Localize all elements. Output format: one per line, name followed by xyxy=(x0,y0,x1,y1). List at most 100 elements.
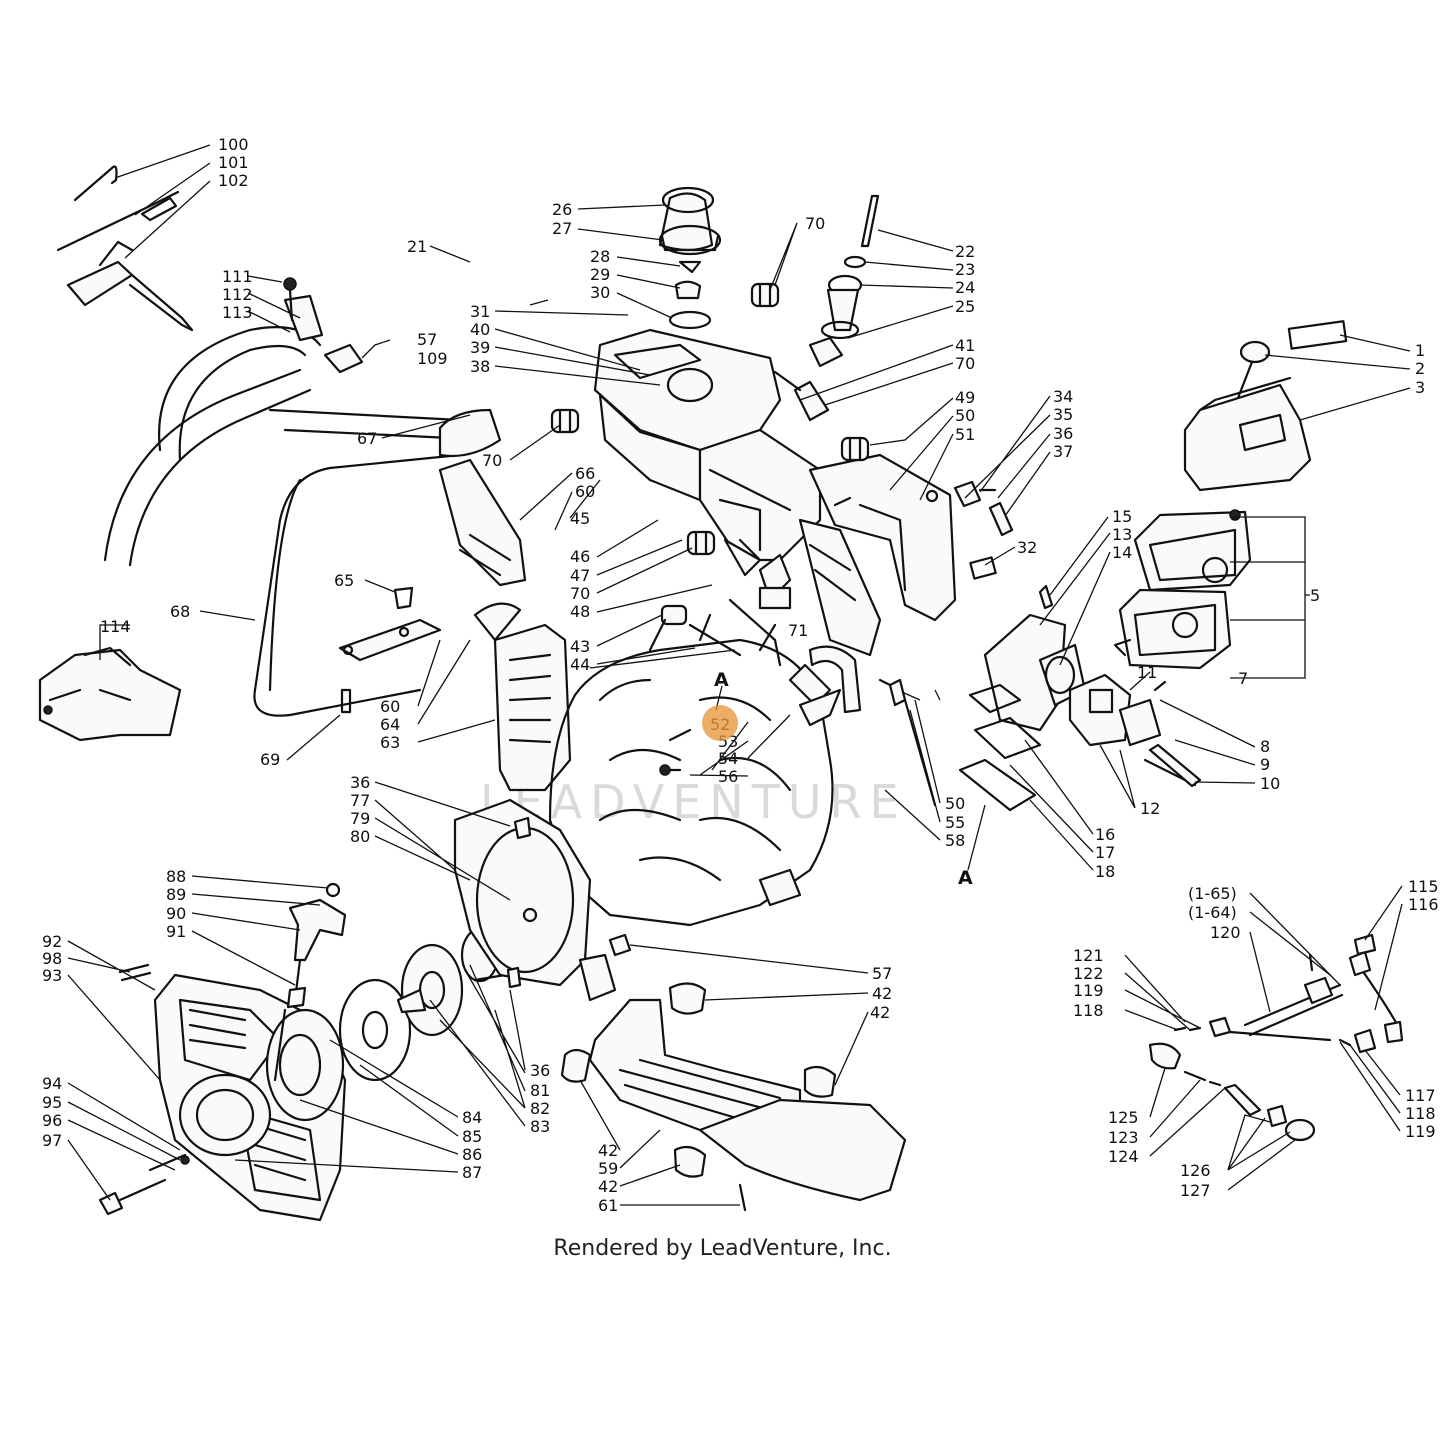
part-label[interactable]: 14 xyxy=(1112,543,1132,562)
part-label[interactable]: 124 xyxy=(1108,1147,1139,1166)
part-label[interactable]: 16 xyxy=(1095,825,1115,844)
part-label[interactable]: (1-65) xyxy=(1188,884,1237,903)
part-label[interactable]: 60 xyxy=(575,482,595,501)
part-label[interactable]: 96 xyxy=(42,1111,62,1130)
part-label[interactable]: 31 xyxy=(470,302,490,321)
part-label[interactable]: 44 xyxy=(570,655,590,674)
part-label[interactable]: 42 xyxy=(598,1141,618,1160)
part-label[interactable]: 65 xyxy=(334,571,354,590)
part-label[interactable]: 86 xyxy=(462,1145,482,1164)
part-label[interactable]: 83 xyxy=(530,1117,550,1136)
part-label[interactable]: 36 xyxy=(1053,424,1073,443)
part-label[interactable]: 2 xyxy=(1415,359,1425,378)
part-label[interactable]: 5 xyxy=(1310,586,1320,605)
part-label[interactable]: 46 xyxy=(570,547,590,566)
part-label[interactable]: 101 xyxy=(218,153,249,172)
part-label[interactable]: 35 xyxy=(1053,405,1073,424)
part-label[interactable]: 43 xyxy=(570,637,590,656)
part-label[interactable]: 25 xyxy=(955,297,975,316)
part-label[interactable]: 17 xyxy=(1095,843,1115,862)
part-label[interactable]: 39 xyxy=(470,338,490,357)
part-label[interactable]: 40 xyxy=(470,320,490,339)
part-label[interactable]: 64 xyxy=(380,715,400,734)
part-label[interactable]: 59 xyxy=(598,1159,618,1178)
part-label[interactable]: 94 xyxy=(42,1074,62,1093)
part-label[interactable]: 36 xyxy=(530,1061,550,1080)
part-label[interactable]: 92 xyxy=(42,932,62,951)
part-label[interactable]: 8 xyxy=(1260,737,1270,756)
part-label[interactable]: 81 xyxy=(530,1081,550,1100)
part-label[interactable]: 13 xyxy=(1112,525,1132,544)
part-label[interactable]: 49 xyxy=(955,388,975,407)
part-label[interactable]: 61 xyxy=(598,1196,618,1215)
part-label[interactable]: 3 xyxy=(1415,378,1425,397)
part-label[interactable]: 79 xyxy=(350,809,370,828)
part-label[interactable]: 80 xyxy=(350,827,370,846)
part-label[interactable]: 51 xyxy=(955,425,975,444)
part-label[interactable]: 36 xyxy=(350,773,370,792)
highlighted-part-marker[interactable] xyxy=(702,705,738,741)
part-label[interactable]: 91 xyxy=(166,922,186,941)
part-label[interactable]: 119 xyxy=(1405,1122,1436,1141)
part-label[interactable]: 60 xyxy=(380,697,400,716)
part-label[interactable]: (1-64) xyxy=(1188,903,1237,922)
part-label[interactable]: 50 xyxy=(945,794,965,813)
part-label[interactable]: 21 xyxy=(407,237,427,256)
part-label[interactable]: 67 xyxy=(357,429,377,448)
part-label[interactable]: 70 xyxy=(805,214,825,233)
part-label[interactable]: 84 xyxy=(462,1108,482,1127)
part-label[interactable]: 88 xyxy=(166,867,186,886)
part-label[interactable]: 113 xyxy=(222,303,253,322)
part-label[interactable]: 118 xyxy=(1405,1104,1436,1123)
part-label[interactable]: 7 xyxy=(1238,669,1248,688)
part-label[interactable]: 57 xyxy=(872,964,892,983)
part-label[interactable]: 127 xyxy=(1180,1181,1211,1200)
part-label[interactable]: 123 xyxy=(1108,1128,1139,1147)
part-label[interactable]: 41 xyxy=(955,336,975,355)
part-label[interactable]: 32 xyxy=(1017,538,1037,557)
part-label[interactable]: 56 xyxy=(718,767,738,786)
part-label[interactable]: 54 xyxy=(718,749,738,768)
part-label[interactable]: 120 xyxy=(1210,923,1241,942)
part-label[interactable]: 95 xyxy=(42,1093,62,1112)
part-label[interactable]: 66 xyxy=(575,464,595,483)
part-label[interactable]: 71 xyxy=(788,621,808,640)
part-label[interactable]: 89 xyxy=(166,885,186,904)
part-label[interactable]: 100 xyxy=(218,135,249,154)
part-label[interactable]: 22 xyxy=(955,242,975,261)
part-label[interactable]: 57 xyxy=(417,330,437,349)
part-label[interactable]: 23 xyxy=(955,260,975,279)
part-label[interactable]: 29 xyxy=(590,265,610,284)
part-label[interactable]: 70 xyxy=(570,584,590,603)
part-label[interactable]: 27 xyxy=(552,219,572,238)
part-label[interactable]: 47 xyxy=(570,566,590,585)
part-label[interactable]: 1 xyxy=(1415,341,1425,360)
part-label[interactable]: 37 xyxy=(1053,442,1073,461)
part-label[interactable]: 87 xyxy=(462,1163,482,1182)
part-label[interactable]: 50 xyxy=(955,406,975,425)
part-label[interactable]: 126 xyxy=(1180,1161,1211,1180)
part-label[interactable]: 109 xyxy=(417,349,448,368)
part-label[interactable]: 119 xyxy=(1073,981,1104,1000)
part-label[interactable]: 85 xyxy=(462,1127,482,1146)
part-label[interactable]: 116 xyxy=(1408,895,1439,914)
part-label[interactable]: 11 xyxy=(1137,663,1157,682)
part-label[interactable]: 97 xyxy=(42,1131,62,1150)
part-label[interactable]: 77 xyxy=(350,791,370,810)
part-label[interactable]: 9 xyxy=(1260,755,1270,774)
part-label[interactable]: 90 xyxy=(166,904,186,923)
part-label[interactable]: 26 xyxy=(552,200,572,219)
part-label[interactable]: 118 xyxy=(1073,1001,1104,1020)
part-label[interactable]: 45 xyxy=(570,509,590,528)
part-label[interactable]: 114 xyxy=(100,617,131,636)
part-label[interactable]: 30 xyxy=(590,283,610,302)
part-label[interactable]: 82 xyxy=(530,1099,550,1118)
part-label[interactable]: 102 xyxy=(218,171,249,190)
part-label[interactable]: 34 xyxy=(1053,387,1073,406)
part-label[interactable]: 48 xyxy=(570,602,590,621)
part-label[interactable]: 125 xyxy=(1108,1108,1139,1127)
part-label[interactable]: 111 xyxy=(222,267,253,286)
part-label[interactable]: 93 xyxy=(42,966,62,985)
part-label[interactable]: 42 xyxy=(870,1003,890,1022)
part-label[interactable]: 70 xyxy=(955,354,975,373)
